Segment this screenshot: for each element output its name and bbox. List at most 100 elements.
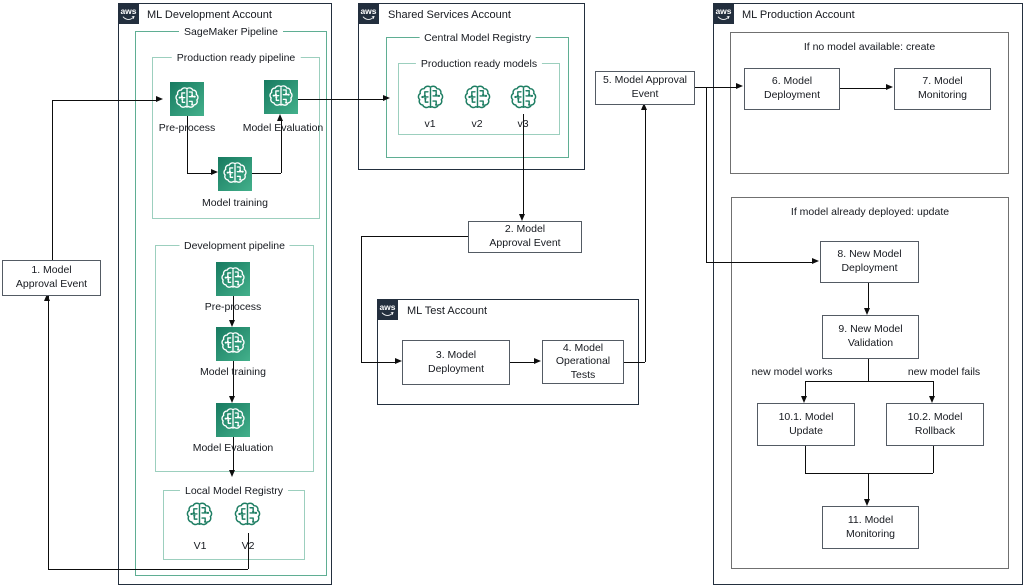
edge-segment: [622, 362, 645, 363]
edge-segment: [645, 110, 646, 362]
version-label: v1: [424, 118, 436, 130]
edge-label-new-model-fails: new model fails: [907, 366, 981, 378]
edge-segment: [693, 87, 736, 88]
production-ready-models-label: Production ready models: [415, 58, 543, 70]
update-condition-label: If model already deployed: update: [790, 206, 950, 218]
create-condition-label: If no model available: create: [803, 41, 936, 53]
update-condition-group: If model already deployed: update: [731, 197, 1009, 569]
edge-segment: [252, 173, 281, 174]
aws-logo: aws: [358, 3, 379, 24]
arrowhead: [229, 396, 235, 403]
create-condition-group: If no model available: create: [730, 32, 1009, 174]
step-label: Model Evaluation: [242, 122, 324, 134]
edge-segment: [248, 533, 249, 569]
edge-segment: [52, 100, 53, 260]
node-11-model-monitoring: 11. Model Monitoring: [822, 506, 919, 549]
sagemaker-model-training-icon: [216, 327, 250, 361]
node-10-2-model-rollback: 10.2. Model Rollback: [886, 403, 984, 446]
edge-segment: [281, 121, 282, 173]
edge-segment: [933, 381, 934, 396]
aws-smile-icon: [381, 311, 394, 316]
edge-segment: [868, 357, 869, 381]
edge-segment: [233, 361, 234, 396]
sagemaker-pipeline-group: SageMaker Pipeline: [135, 26, 327, 576]
model-version-icon: [461, 82, 494, 115]
edge-segment: [805, 444, 806, 473]
edge-segment: [508, 362, 534, 363]
sagemaker-pipeline-label: SageMaker Pipeline: [179, 26, 283, 38]
edge-segment: [52, 100, 156, 101]
central-model-registry-label: Central Model Registry: [419, 32, 536, 44]
development-pipeline-label: Development pipeline: [179, 240, 290, 252]
node-9-new-model-validation: 9. New Model Validation: [822, 315, 919, 359]
production-ready-pipeline-label: Production ready pipeline: [171, 52, 301, 64]
model-version-icon: [414, 82, 447, 115]
arrowhead: [277, 114, 283, 121]
ml-production-account-group: [713, 3, 1023, 585]
shared-services-account-group: [358, 3, 585, 170]
aws-logo: aws: [713, 3, 734, 24]
edge-segment: [868, 281, 869, 308]
step-label: Pre-process: [158, 122, 216, 134]
edge-label-new-model-works: new model works: [751, 366, 833, 378]
edge-segment: [361, 236, 362, 362]
node-8-new-model-deployment: 8. New Model Deployment: [820, 241, 919, 283]
edge-segment: [187, 116, 188, 173]
arrowhead: [156, 96, 163, 102]
step-label: Pre-process: [204, 301, 262, 313]
arrowhead: [229, 320, 235, 327]
ml-test-account-title: ML Test Account: [407, 305, 488, 317]
model-version-icon: [507, 82, 540, 115]
aws-smile-icon: [717, 15, 730, 20]
arrowhead: [801, 396, 807, 403]
ml-development-account-title: ML Development Account: [147, 9, 272, 21]
version-label: V1: [193, 540, 207, 552]
central-model-registry-group: Central Model Registry: [386, 32, 569, 158]
node-6-model-deployment: 6. Model Deployment: [744, 68, 840, 110]
arrowhead: [44, 294, 50, 301]
sagemaker-model-evaluation-icon: [216, 403, 250, 437]
node-7-model-monitoring: 7. Model Monitoring: [894, 68, 991, 110]
node-5-model-approval-event: 5. Model Approval Event: [595, 71, 695, 105]
model-version-icon: [231, 499, 264, 532]
edge-segment: [805, 473, 933, 474]
sagemaker-model-evaluation-icon: [264, 80, 298, 114]
edge-segment: [48, 569, 248, 570]
arrowhead: [211, 169, 218, 175]
ml-test-account-group: [377, 299, 639, 405]
edge-segment: [706, 87, 707, 262]
node-2-model-approval-event: 2. Model Approval Event: [468, 221, 582, 253]
step-label: Model Evaluation: [192, 442, 274, 454]
version-label: V2: [241, 540, 255, 552]
edge-segment: [838, 88, 886, 89]
arrowhead: [395, 358, 402, 364]
sagemaker-preprocess-icon: [170, 82, 204, 116]
node-10-1-model-update: 10.1. Model Update: [757, 403, 855, 446]
edge-segment: [233, 437, 234, 470]
production-ready-models-group: Production ready models: [398, 58, 560, 135]
ml-production-account-title: ML Production Account: [742, 9, 855, 21]
edge-segment: [361, 236, 468, 237]
shared-services-account-title: Shared Services Account: [388, 9, 511, 21]
arrowhead: [519, 214, 525, 221]
edge-segment: [805, 381, 933, 382]
version-label: v3: [517, 118, 529, 130]
local-model-registry-group: Local Model Registry: [163, 485, 305, 560]
arrowhead: [641, 103, 647, 110]
arrowhead: [534, 358, 541, 364]
arrowhead: [812, 258, 819, 264]
aws-logo: aws: [377, 299, 398, 320]
arrowhead: [383, 95, 390, 101]
arrowhead: [886, 84, 893, 90]
edge-segment: [933, 444, 934, 473]
node-1-model-approval-event: 1. Model Approval Event: [2, 260, 101, 296]
version-label: v2: [471, 118, 483, 130]
edge-segment: [233, 296, 234, 321]
arrowhead: [229, 470, 235, 477]
aws-logo: aws: [118, 3, 139, 24]
arrowhead: [864, 308, 870, 315]
node-4-model-operational-tests: 4. Model Operational Tests: [542, 340, 624, 384]
aws-smile-icon: [122, 15, 135, 20]
arrowhead: [929, 396, 935, 403]
